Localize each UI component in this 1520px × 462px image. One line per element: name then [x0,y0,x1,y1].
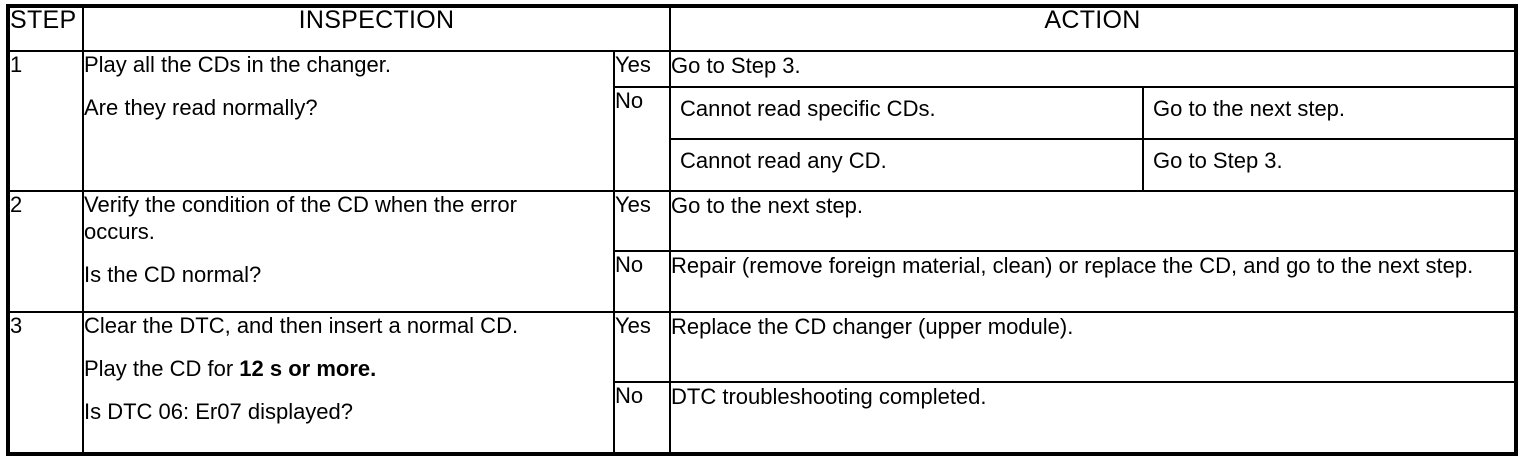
action-no-1-subtable: Cannot read specific CDs. Go to the next… [671,88,1516,191]
inspection-emphasis-bold: 12 s or more. [239,355,377,381]
sub-row: Cannot read specific CDs. Go to the next… [671,88,1516,141]
table-row: 1 Play all the CDs in the changer. Are t… [7,49,1518,193]
action-no-1-group: Cannot read specific CDs. Go to the next… [669,86,1518,193]
table-row: 2 Verify the condition of the CD when th… [7,190,1518,313]
action-no-1-condition-b: Cannot read any CD. [671,139,1144,191]
table-header-row: STEP INSPECTION ACTION [7,5,1518,52]
inspection-text-2: Verify the condition of the CD when the … [82,190,615,313]
column-header-inspection: INSPECTION [81,5,672,52]
action-no-1-result-b: Go to Step 3. [1142,139,1516,191]
answer-label-yes-1: Yes [612,49,672,89]
inspection-emphasis-prefix: Play the CD for [84,355,240,381]
step-number-1: 1 [7,49,84,193]
step-number-2: 2 [7,190,84,313]
answer-label-yes-3: Yes [612,310,672,383]
inspection-line: Is the CD normal? [84,262,262,288]
action-yes-3: Replace the CD changer (upper module). [669,310,1518,383]
inspection-line: occurs. [84,218,155,244]
column-header-action: ACTION [669,5,1518,52]
table-row: No Repair (remove foreign material, clea… [8,250,1518,313]
inspection-line: Clear the DTC, and then insert a normal … [84,312,519,338]
sub-row: Cannot read any CD. Go to Step 3. [671,139,1516,191]
inspection-text-3: Clear the DTC, and then insert a normal … [82,310,615,456]
answer-label-no-1: No [612,86,672,193]
inspection-line: Play all the CDs in the changer. [84,52,391,77]
action-yes-1: Go to Step 3. [669,49,1518,89]
answer-label-no-3: No [612,380,672,456]
inspection-line: Are they read normally? [84,95,318,121]
table-row: No DTC troubleshooting completed. [8,380,1518,456]
inspection-line-emphasis: Play the CD for 12 s or more. [84,356,613,382]
inspection-line: Is DTC 06: Er07 displayed? [84,399,354,425]
table-row: 3 Clear the DTC, and then insert a norma… [7,310,1518,456]
step-number-3: 3 [7,310,84,456]
action-no-3: DTC troubleshooting completed. [669,380,1518,456]
inspection-text-1: Play all the CDs in the changer. Are the… [82,49,615,193]
answer-label-yes-2: Yes [612,190,672,253]
dtc-troubleshooting-table: STEP INSPECTION ACTION 1 Play all the CD… [6,4,1519,456]
answer-label-no-2: No [612,250,672,313]
inspection-line: Verify the condition of the CD when the … [84,192,517,218]
action-no-1-condition-a: Cannot read specific CDs. [671,88,1144,141]
column-header-step: STEP [7,5,84,52]
action-yes-2: Go to the next step. [669,190,1518,253]
action-no-2: Repair (remove foreign material, clean) … [669,250,1518,313]
action-no-1-result-a: Go to the next step. [1142,88,1516,141]
